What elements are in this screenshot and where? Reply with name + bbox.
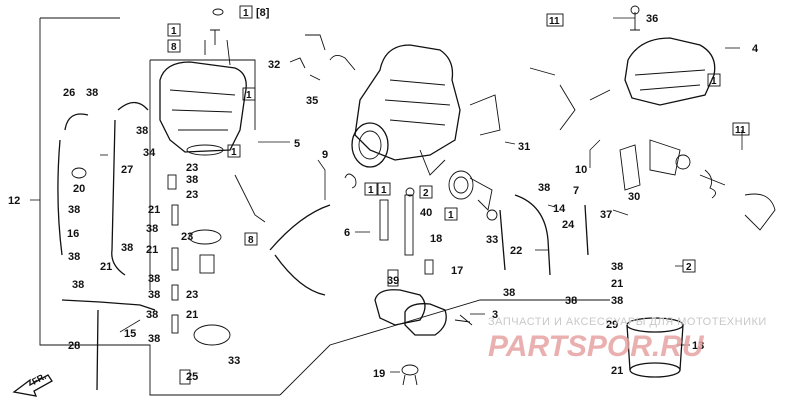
- carburetor-body: [351, 44, 501, 176]
- callout-20: 20: [73, 183, 85, 195]
- callout-21: 21: [186, 309, 198, 321]
- callout-13: 13: [692, 340, 704, 352]
- callout-numbers: 36 4 26 38 32 35 38 5 9 31 10 12 34 27 2…: [8, 13, 759, 383]
- callout-29: 29: [606, 319, 618, 331]
- callout-23: 23: [186, 162, 198, 174]
- box-label-2: 2: [686, 262, 692, 273]
- front-direction-arrow: FR.: [12, 371, 53, 397]
- callout-9: 9: [322, 149, 328, 161]
- callout-31: 31: [518, 141, 530, 153]
- cylinder-part-13: [626, 317, 684, 378]
- callout-38: 38: [565, 295, 577, 307]
- callout-10: 10: [575, 164, 587, 176]
- box-label-1: 1: [246, 90, 252, 101]
- callout-19: 19: [373, 368, 385, 380]
- callout-21: 21: [148, 204, 160, 216]
- callout-36: 36: [646, 13, 658, 25]
- box-label-1: 1: [368, 185, 374, 196]
- callout-38: 38: [611, 261, 623, 273]
- watermark-logo: PARTSPOR.RU: [488, 330, 705, 363]
- callout-16: 16: [67, 228, 79, 240]
- leader-lines: [30, 17, 743, 373]
- reference-boxes: 1 [8] 1 8 1 1 8 1 1 2 1 1 11 11 2: [167, 5, 750, 273]
- callout-38: 38: [68, 204, 80, 216]
- callout-38: 38: [148, 333, 160, 345]
- callout-25: 25: [186, 371, 198, 383]
- watermark: ЗАПЧАСТИ И АКСЕССУАРЫ ДЛЯ МОТОТЕХНИКИ PA…: [488, 316, 767, 363]
- box-label-11: 11: [549, 16, 560, 27]
- callout-38: 38: [68, 251, 80, 263]
- callout-38: 38: [146, 223, 158, 235]
- box-label-8: 8: [171, 42, 177, 53]
- callout-38: 38: [611, 295, 623, 307]
- callout-38: 38: [86, 87, 98, 99]
- callout-32: 32: [268, 59, 280, 71]
- callout-27: 27: [121, 164, 133, 176]
- callout-6: 6: [344, 227, 350, 239]
- callout-5: 5: [294, 138, 300, 150]
- callout-38: 38: [503, 287, 515, 299]
- callout-38: 38: [538, 182, 550, 194]
- callout-21: 21: [146, 244, 158, 256]
- callout-35: 35: [306, 95, 318, 107]
- callout-24: 24: [562, 219, 575, 231]
- callout-23: 23: [186, 189, 198, 201]
- callout-23: 23: [186, 289, 198, 301]
- callout-18: 18: [430, 233, 442, 245]
- pump-cover: [624, 5, 716, 106]
- callout-7: 7: [573, 185, 579, 197]
- callout-12: 12: [8, 195, 20, 207]
- callout-22: 22: [510, 245, 522, 257]
- small-parts: [71, 34, 498, 386]
- callout-40: 40: [420, 207, 432, 219]
- box-label-2: 2: [423, 188, 429, 199]
- callout-33: 33: [228, 355, 240, 367]
- callout-30: 30: [628, 191, 640, 203]
- callout-14: 14: [553, 203, 566, 215]
- float-bowl: [374, 289, 473, 336]
- callout-4: 4: [752, 43, 759, 55]
- callout-28: 28: [68, 340, 80, 352]
- callout-38: 38: [121, 242, 133, 254]
- callout-15: 15: [124, 328, 136, 340]
- callout-3: 3: [492, 309, 498, 321]
- box-label-1: 1: [448, 210, 454, 221]
- box-label-1: 1: [231, 147, 237, 158]
- callout-23: 23: [181, 231, 193, 243]
- jets-column: [167, 174, 434, 385]
- callout-38: 38: [186, 174, 198, 186]
- box-label-1: 1: [171, 26, 177, 37]
- callout-38: 38: [136, 125, 148, 137]
- box-label-11: 11: [735, 125, 746, 136]
- callout-38: 38: [146, 309, 158, 321]
- box-label-1: 1: [381, 185, 387, 196]
- callout-21: 21: [611, 278, 623, 290]
- callout-17: 17: [451, 265, 463, 277]
- box-label-8: 8: [248, 235, 254, 246]
- callout-38: 38: [72, 279, 84, 291]
- callout-33: 33: [486, 234, 498, 246]
- callout-38: 38: [148, 273, 160, 285]
- box-label-1: 1: [711, 76, 717, 87]
- callout-39: 39: [387, 275, 399, 287]
- callout-26: 26: [63, 87, 75, 99]
- callout-38: 38: [148, 289, 160, 301]
- callout-21: 21: [611, 365, 623, 377]
- watermark-subtitle: ЗАПЧАСТИ И АКСЕССУАРЫ ДЛЯ МОТОТЕХНИКИ: [488, 316, 767, 328]
- float-chamber-top: [159, 8, 266, 223]
- box-label-1: 1: [243, 8, 249, 19]
- bracket-label-8: [8]: [256, 7, 270, 19]
- callout-34: 34: [143, 147, 156, 159]
- callout-21: 21: [100, 261, 112, 273]
- hoses: [57, 101, 589, 391]
- callout-37: 37: [600, 209, 612, 221]
- throttle-linkage: [529, 67, 776, 231]
